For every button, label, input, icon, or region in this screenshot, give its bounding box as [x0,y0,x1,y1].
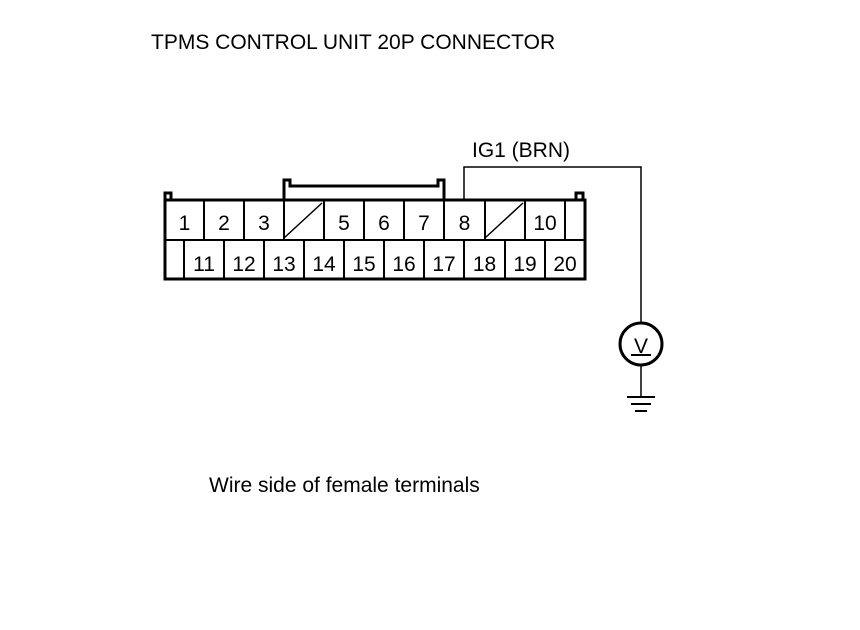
voltmeter-icon: V [618,321,664,367]
pin-label: 1 [179,212,191,235]
pin-label: 17 [432,253,455,276]
pin-label: 19 [513,253,536,276]
pin-label: 16 [392,253,415,276]
pin-label: 3 [258,212,270,235]
wire-label: IG1 (BRN) [472,139,570,162]
pin-label: 2 [218,212,230,235]
ig1-wire [463,166,642,396]
pin-label: 18 [473,253,496,276]
connector-body [163,198,587,281]
pin-label: 20 [553,253,576,276]
pin-label: 7 [418,212,430,235]
pin-label: 8 [459,212,471,235]
pin-label: 12 [232,253,255,276]
pin-label: 5 [338,212,350,235]
pin-label: 14 [312,253,336,276]
pin-label: 11 [193,253,215,276]
wire-side-caption: Wire side of female terminals [209,474,480,497]
diagram-title: TPMS CONTROL UNIT 20P CONNECTOR [151,31,556,54]
ground-icon [627,396,655,412]
pin-label: 6 [378,212,390,235]
pin-label: 10 [533,212,556,235]
voltmeter-symbol: V [634,335,648,358]
pin-label: 13 [272,253,295,276]
pin-label: 15 [352,253,375,276]
connector-tabs [163,191,585,200]
connector-latch [282,178,446,200]
